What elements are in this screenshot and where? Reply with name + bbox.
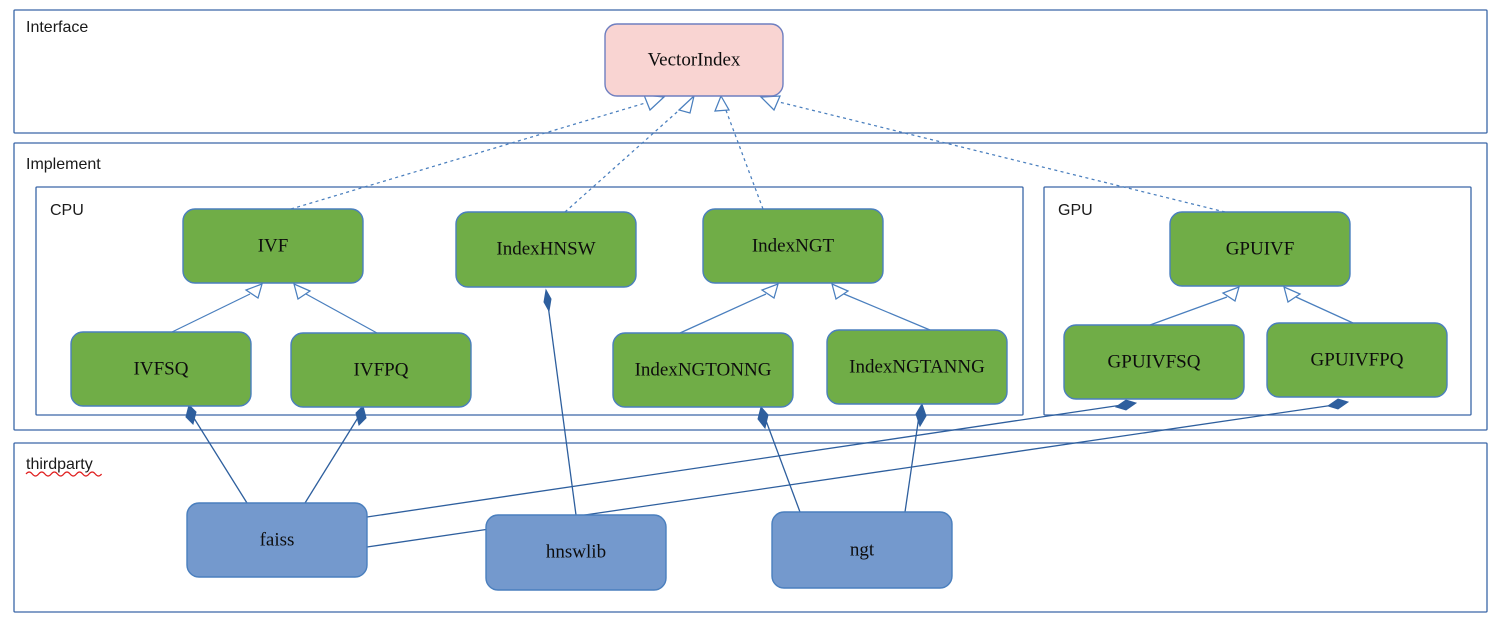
node-label: VectorIndex (648, 49, 741, 70)
filled-diamond-arrowhead (355, 405, 367, 426)
frame-label-interface: Interface (26, 19, 88, 36)
hollow-triangle-arrowhead (677, 94, 696, 114)
node-label: GPUIVFSQ (1108, 351, 1201, 372)
frame-label-cpu: CPU (50, 202, 84, 219)
frame-group-thirdparty: thirdparty (13, 442, 1488, 613)
node-faiss[interactable]: faiss (186, 502, 368, 578)
edge-faiss-composes-ivfpq[interactable] (304, 405, 367, 504)
filled-diamond-arrowhead (757, 405, 769, 430)
node-box (186, 502, 368, 578)
node-box (455, 211, 637, 288)
edge-ivfsq-extends-ivf[interactable] (171, 282, 263, 333)
edge-hnswlib-composes-indexhnsw[interactable] (543, 288, 577, 516)
node-label: IVF (258, 235, 289, 256)
node-label: GPUIVF (1226, 238, 1295, 259)
node-box (1063, 324, 1245, 400)
frame-label-implement: Implement (26, 156, 101, 173)
node-gpuivfsq[interactable]: GPUIVFSQ (1063, 324, 1245, 400)
node-label: IndexNGTONNG (635, 359, 772, 380)
hollow-triangle-arrowhead (293, 282, 312, 301)
node-gpuivfpq[interactable]: GPUIVFPQ (1266, 322, 1448, 398)
node-ivfsq[interactable]: IVFSQ (70, 331, 252, 407)
edge-indexngtonng-extends-indexngt[interactable] (679, 282, 779, 334)
hollow-triangle-arrowhead (1221, 285, 1240, 302)
frame-label-gpu: GPU (1058, 202, 1093, 219)
node-box (70, 331, 252, 407)
frame-thirdparty[interactable] (13, 442, 1488, 613)
node-gpuivf[interactable]: GPUIVF (1169, 211, 1351, 287)
edge-ngt-composes-indexngtonng[interactable] (757, 405, 801, 513)
hollow-triangle-arrowhead (760, 282, 779, 299)
filled-diamond-arrowhead (543, 288, 552, 313)
node-box (182, 208, 364, 284)
filled-diamond-arrowhead (915, 402, 927, 428)
edge-ngt-composes-indexngtanng[interactable] (904, 402, 927, 513)
node-label: IVFPQ (354, 359, 409, 380)
edge-indexngt-realizes-vectorindex[interactable] (714, 94, 764, 210)
node-box (1169, 211, 1351, 287)
edge-gpuivfsq-extends-gpuivf[interactable] (1149, 285, 1240, 326)
filled-diamond-arrowhead (1114, 399, 1138, 411)
node-box (702, 208, 884, 284)
node-indexngtonng[interactable]: IndexNGTONNG (612, 332, 794, 408)
spellcheck-squiggle-icon (25, 471, 103, 477)
hollow-triangle-arrowhead (714, 94, 731, 112)
edge-faiss-composes-gpuivfsq[interactable] (366, 399, 1138, 518)
node-ivf[interactable]: IVF (182, 208, 364, 284)
frame-label-thirdparty: thirdparty (26, 456, 93, 473)
node-indexhnsw[interactable]: IndexHNSW (455, 211, 637, 288)
node-vectorindex[interactable]: VectorIndex (604, 23, 784, 97)
node-label: IndexHNSW (496, 238, 595, 259)
hollow-triangle-arrowhead (831, 282, 850, 301)
node-label: IndexNGTANNG (849, 356, 985, 377)
filled-diamond-arrowhead (1326, 398, 1350, 410)
node-box (612, 332, 794, 408)
edge-gpuivf-realizes-vectorindex[interactable] (759, 95, 1226, 213)
edge-group-realizations (290, 94, 1226, 213)
node-box (485, 514, 667, 591)
node-box (604, 23, 784, 97)
node-label: IVFSQ (134, 358, 189, 379)
node-box (290, 332, 472, 408)
node-indexngtanng[interactable]: IndexNGTANNG (826, 329, 1008, 405)
edge-indexngtanng-extends-indexngt[interactable] (831, 282, 931, 331)
node-box (1266, 322, 1448, 398)
edge-faiss-composes-ivfsq[interactable] (185, 404, 248, 504)
node-box (771, 511, 953, 589)
edge-group-generalizations (171, 282, 1354, 334)
node-label: ngt (850, 539, 875, 560)
hollow-triangle-arrowhead (244, 282, 263, 299)
filled-diamond-arrowhead (185, 404, 197, 425)
node-label: faiss (260, 529, 295, 550)
node-ivfpq[interactable]: IVFPQ (290, 332, 472, 408)
node-hnswlib[interactable]: hnswlib (485, 514, 667, 591)
edge-ivfpq-extends-ivf[interactable] (293, 282, 378, 334)
edge-indexhnsw-realizes-vectorindex[interactable] (564, 94, 696, 213)
hollow-triangle-arrowhead (1283, 285, 1302, 304)
node-label: GPUIVFPQ (1311, 349, 1404, 370)
node-ngt[interactable]: ngt (771, 511, 953, 589)
node-label: hnswlib (546, 541, 606, 562)
node-indexngt[interactable]: IndexNGT (702, 208, 884, 284)
edge-gpuivfpq-extends-gpuivf[interactable] (1283, 285, 1354, 324)
node-label: IndexNGT (752, 235, 835, 256)
node-box (826, 329, 1008, 405)
